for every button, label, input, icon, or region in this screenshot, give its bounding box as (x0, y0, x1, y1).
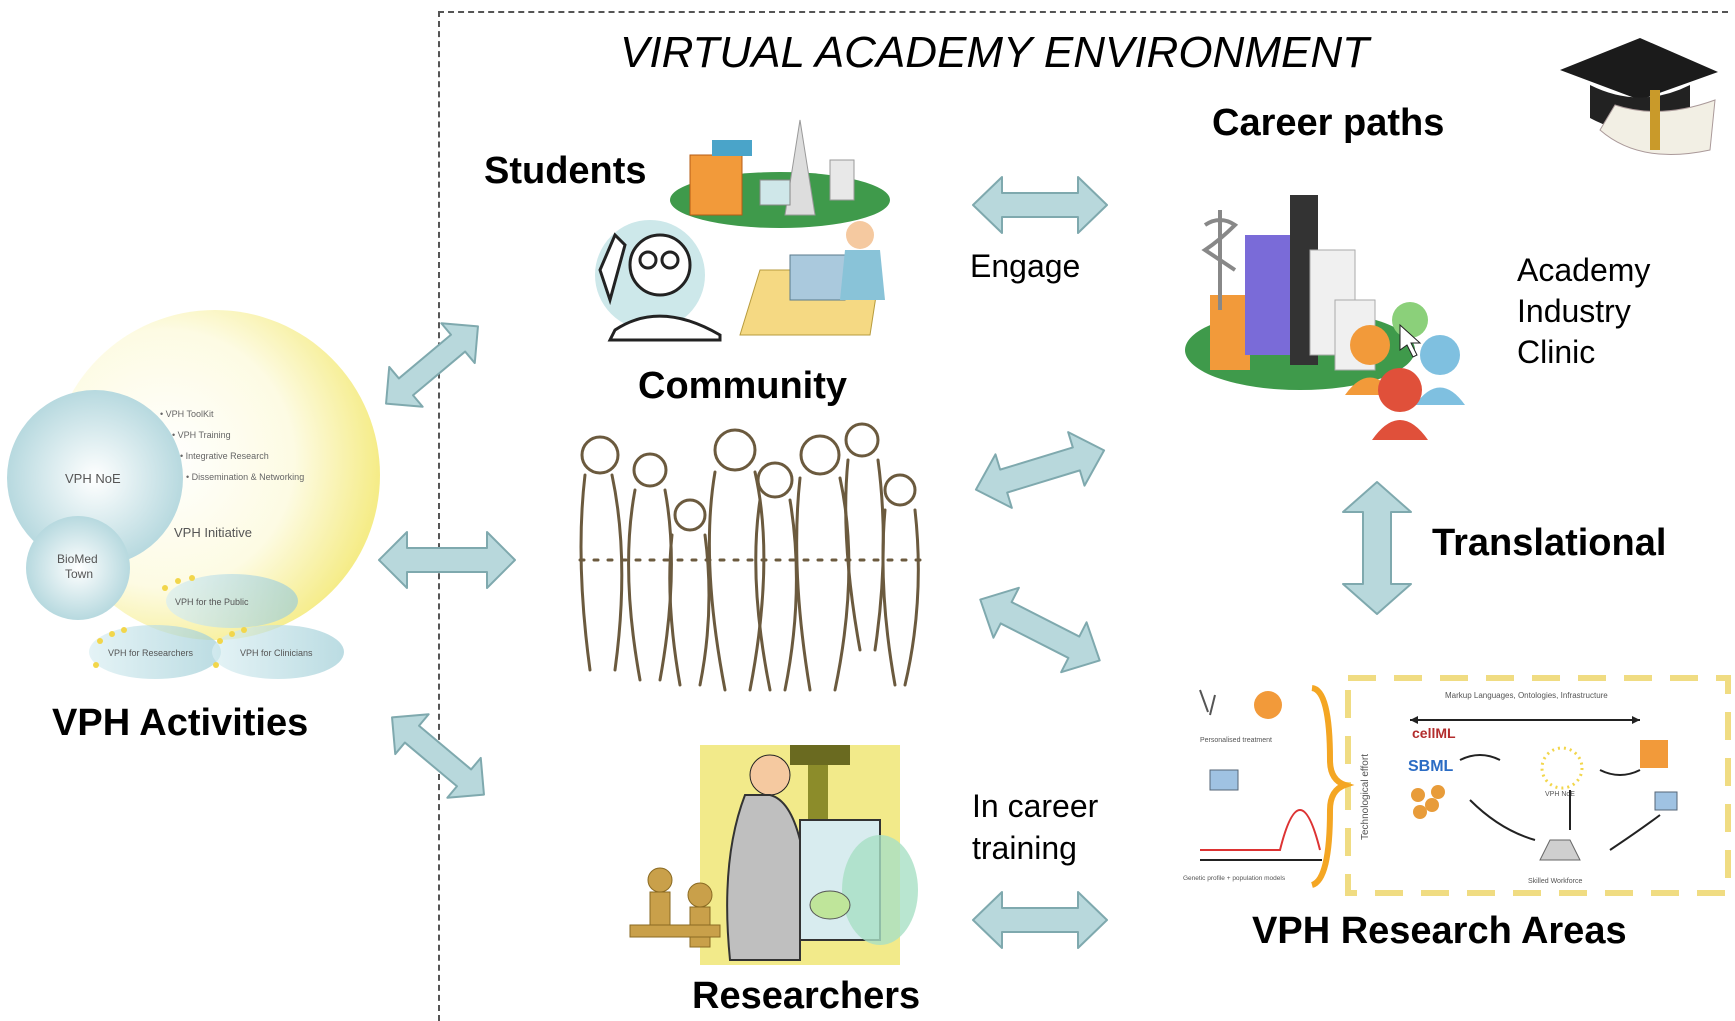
engage-arrow (972, 176, 1108, 234)
engage-label: Engage (970, 248, 1081, 284)
researchers-label: Researchers (692, 975, 921, 1017)
vph-noe-text: VPH NoE (65, 471, 121, 486)
translational-arrow (1342, 481, 1412, 615)
vph-noe-circle (7, 390, 183, 566)
cellml-logo: cellML (1412, 725, 1456, 741)
graduation-cap-illustration (1560, 38, 1718, 155)
vph-clinicians-text: VPH for Clinicians (240, 648, 313, 658)
activities-students-arrow (385, 322, 479, 408)
career-paths-illustration (1185, 195, 1465, 440)
vph-noe-node: VPH NoE (1545, 791, 1575, 798)
community-career-arrow (974, 431, 1106, 509)
vph-activities-diagram: VPH NoE BioMed Town VPH Initiative • VPH… (7, 310, 380, 679)
students-label: Students (484, 150, 647, 192)
career-paths-label: Career paths (1212, 102, 1445, 144)
researchers-illustration (629, 745, 918, 965)
sector-academy: Academy (1517, 252, 1651, 288)
biomed-line2: Town (65, 567, 93, 581)
students-illustration (595, 119, 890, 342)
community-research-arrow (979, 586, 1101, 674)
bullet-dissemination: • Dissemination & Networking (186, 472, 304, 482)
bullet-integrative: • Integrative Research (180, 451, 269, 461)
in-career-training-label: In career training (972, 786, 1098, 869)
in-career-arrow (972, 891, 1108, 949)
activities-researchers-arrow (391, 713, 485, 799)
genetic-label: Genetic profile + population models (1183, 875, 1286, 882)
sbml-logo: SBML (1408, 758, 1454, 775)
skilled-workforce-label: Skilled Workforce (1528, 878, 1582, 885)
translational-label: Translational (1432, 522, 1667, 564)
in-career-line1: In career (972, 788, 1099, 824)
vph-public-ellipse (166, 574, 298, 628)
vph-researchers-ellipse (89, 625, 221, 679)
tech-effort-label: Technological effort (1360, 754, 1371, 840)
vph-research-areas-label: VPH Research Areas (1252, 910, 1627, 952)
community-label: Community (638, 365, 847, 407)
vph-clinicians-ellipse (212, 625, 344, 679)
vph-public-text: VPH for the Public (175, 597, 249, 607)
vph-researchers-text: VPH for Researchers (108, 648, 194, 658)
vph-initiative-text: VPH Initiative (174, 525, 252, 540)
research-top-label: Markup Languages, Ontologies, Infrastruc… (1445, 691, 1608, 700)
bullet-toolkit: • VPH ToolKit (160, 409, 214, 419)
personalised-label: Personalised treatment (1200, 737, 1272, 744)
community-illustration (578, 422, 932, 692)
virtual-academy-region (438, 11, 1728, 1021)
activities-community-arrow (378, 531, 516, 589)
environment-title: VIRTUAL ACADEMY ENVIRONMENT (620, 28, 1369, 77)
sector-industry: Industry (1517, 293, 1631, 329)
in-career-line2: training (972, 829, 1077, 866)
research-areas-diagram: Markup Languages, Ontologies, Infrastruc… (1183, 675, 1731, 896)
bullet-training: • VPH Training (172, 430, 231, 440)
sector-clinic: Clinic (1517, 334, 1596, 370)
career-sectors-list: Academy Industry Clinic (1517, 250, 1650, 373)
vph-activities-label: VPH Activities (52, 702, 309, 744)
biomed-town-circle (26, 516, 130, 620)
biomed-line1: BioMed (57, 552, 98, 566)
